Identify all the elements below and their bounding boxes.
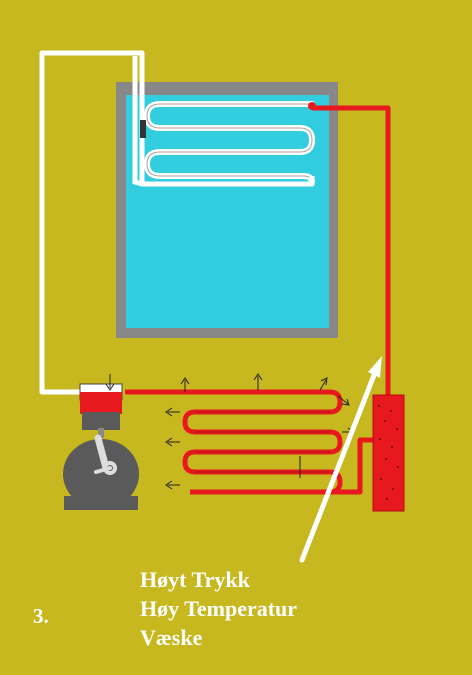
- receiver-tank-texture: [378, 405, 399, 500]
- evaporator-coil-outline: [146, 103, 313, 183]
- compressor-body: [63, 439, 139, 509]
- pointer-arrow: [299, 367, 379, 563]
- compressor-cylinder: [82, 412, 120, 430]
- step-number: 3.: [33, 604, 49, 628]
- liquid-line-joint: [308, 102, 316, 110]
- condenser-coil-highlight: [195, 411, 330, 473]
- liquid-line: [312, 105, 391, 395]
- pointer-arrowhead: [368, 356, 382, 378]
- intake-arrow: [105, 374, 115, 391]
- caption-temperature: Høy Temperatur: [140, 596, 298, 621]
- caption-pressure: Høyt Trykk: [140, 567, 250, 592]
- compressor: [63, 383, 139, 510]
- cabinet-interior: [126, 95, 329, 328]
- receiver-tank: [372, 394, 405, 512]
- expansion-valve: [140, 120, 146, 138]
- suction-line-inner: [132, 56, 143, 187]
- heat-arrows: [165, 373, 355, 490]
- state-caption: Høyt Trykk Høy Temperatur Væske: [140, 565, 297, 652]
- caption-phase: Væske: [140, 625, 203, 650]
